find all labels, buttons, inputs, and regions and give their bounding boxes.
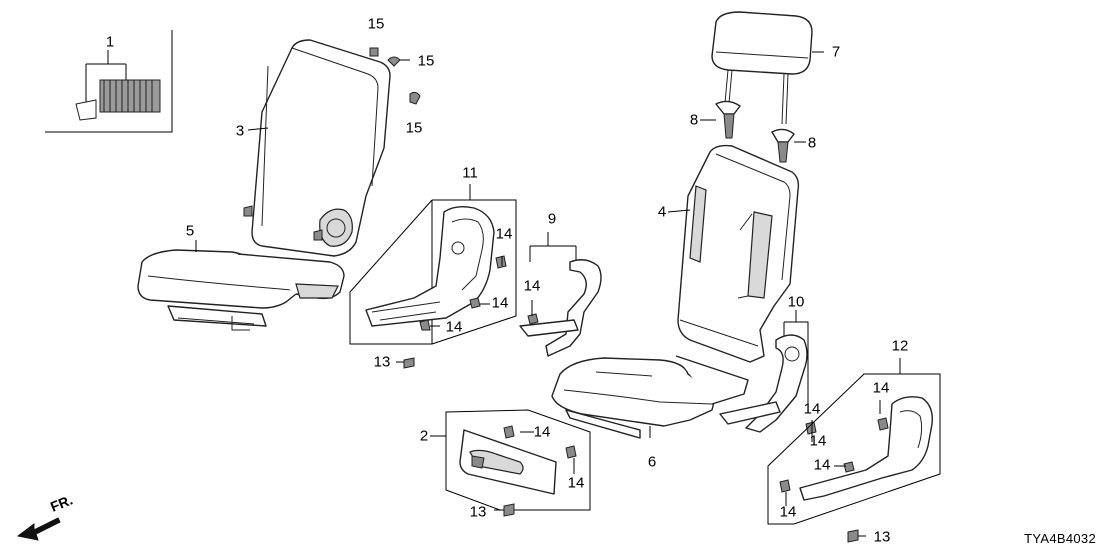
callout-15-c: 15	[405, 119, 423, 137]
callout-7: 7	[831, 43, 841, 61]
part-13-screw-b	[494, 503, 515, 517]
front-direction-arrow	[16, 517, 61, 541]
part-15-clips	[369, 47, 421, 105]
callout-13-b: 13	[469, 503, 487, 521]
callout-13-c: 13	[873, 528, 891, 546]
callout-12: 12	[891, 337, 909, 355]
callout-8-lower: 8	[807, 134, 817, 152]
callout-14-h: 14	[872, 379, 890, 397]
part-10-bracket	[719, 310, 817, 435]
part-3-left-seatback	[243, 39, 391, 257]
leader-lines	[195, 119, 881, 506]
part-13-screw-a	[396, 357, 415, 369]
callout-14-c: 14	[445, 318, 463, 336]
callout-14-i: 14	[813, 456, 831, 474]
part-12-side-cover	[767, 358, 941, 525]
callout-9: 9	[547, 210, 557, 228]
callout-14-g: 14	[803, 400, 821, 418]
diagram-code: TYA4B4032	[1024, 531, 1096, 546]
callout-11: 11	[462, 164, 478, 182]
part-13-screw-c	[847, 529, 866, 543]
callout-5: 5	[185, 222, 195, 240]
part-2-front-cover	[432, 409, 591, 511]
callout-14-d: 14	[523, 277, 541, 295]
callout-14-e: 14	[533, 423, 551, 441]
callout-15-b: 15	[417, 52, 435, 70]
part-7-headrest	[711, 11, 824, 125]
callout-15-a: 15	[367, 15, 385, 33]
callout-6: 6	[647, 453, 657, 471]
part-5-left-seat-cushion	[137, 249, 345, 331]
part-6-right-seat-cushion	[551, 355, 749, 439]
callout-8-upper: 8	[689, 111, 699, 129]
callout-14-f: 14	[567, 474, 585, 492]
part-11-side-cover	[349, 184, 517, 345]
callout-14-b: 14	[491, 294, 509, 312]
part-1-staples	[45, 30, 173, 133]
callout-1: 1	[105, 33, 115, 51]
callout-14-a: 14	[495, 225, 513, 243]
callout-10: 10	[787, 293, 805, 311]
callout-2: 2	[419, 427, 429, 445]
callout-4: 4	[657, 203, 667, 221]
callout-14-k: 14	[809, 432, 827, 450]
part-9-bracket	[519, 232, 602, 357]
callout-13-a: 13	[373, 353, 391, 371]
callout-3: 3	[235, 122, 245, 140]
callout-14-j: 14	[779, 503, 797, 521]
part-8-guides	[715, 100, 795, 163]
part-4-right-seatback	[677, 144, 800, 363]
